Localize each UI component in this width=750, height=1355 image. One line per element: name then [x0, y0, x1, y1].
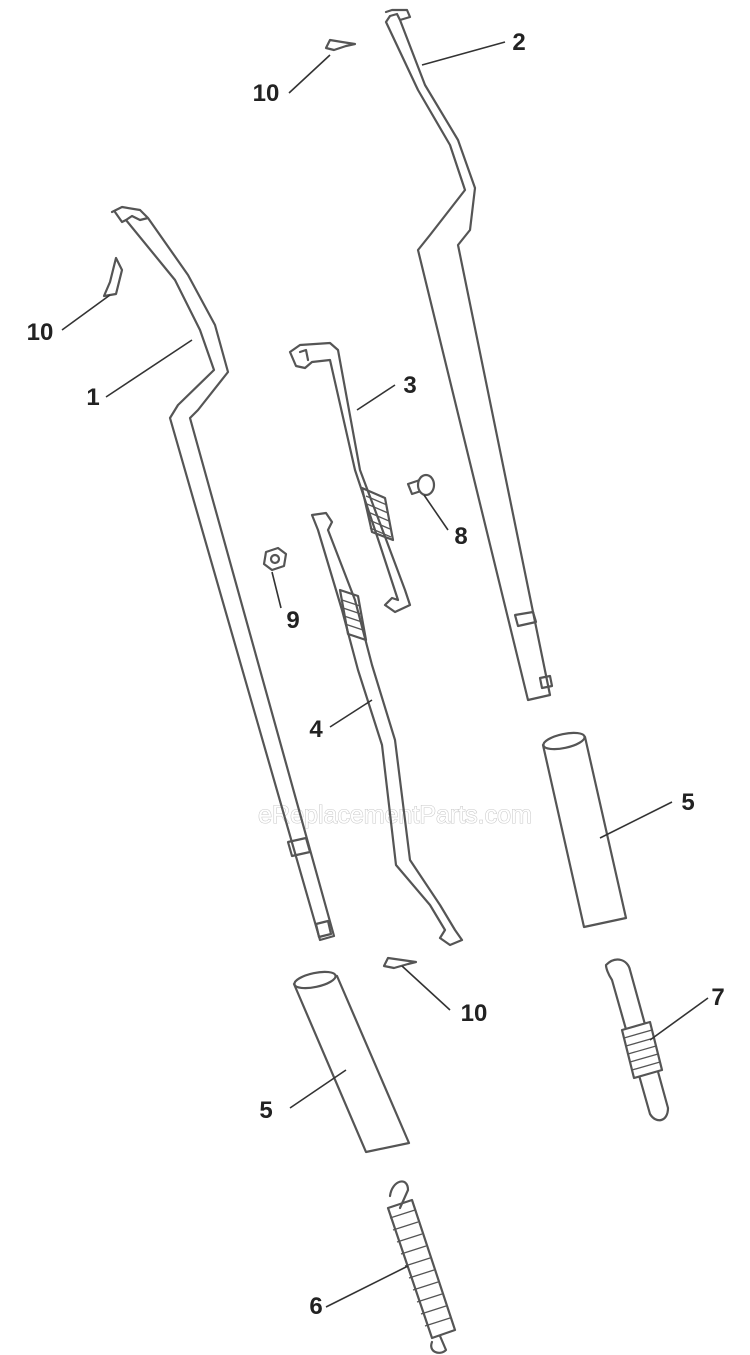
- part-8-pin: [406, 473, 436, 497]
- callout-2: 2: [512, 29, 525, 56]
- part-7-spring: [604, 958, 670, 1122]
- callout-4: 4: [309, 716, 323, 743]
- part-5-tube-left: [292, 970, 411, 1154]
- callout-9: 9: [286, 607, 299, 634]
- callout-5-right: 5: [681, 789, 694, 816]
- part-10-clip-bottom: [382, 956, 418, 970]
- callout-10-bottom: 10: [461, 1000, 488, 1027]
- callout-3: 3: [403, 372, 416, 399]
- part-1-rod: [110, 205, 336, 942]
- callout-10-left: 10: [27, 319, 54, 346]
- callout-5-left: 5: [259, 1097, 272, 1124]
- part-5-tube-right: [541, 731, 628, 929]
- callout-8: 8: [454, 523, 467, 550]
- part-10-clip-left: [102, 256, 124, 298]
- callout-7: 7: [711, 984, 724, 1011]
- part-4-link: [310, 511, 464, 947]
- part-6-spring: [386, 1180, 457, 1354]
- leader-lines: [61, 41, 709, 1308]
- part-10-clip-top: [324, 38, 357, 52]
- callout-6: 6: [309, 1293, 322, 1320]
- callout-labels: 10 2 10 1 3 8 9 4 5 7 10 5 6: [27, 29, 725, 1320]
- callout-10-top: 10: [253, 80, 280, 107]
- part-2-rod: [384, 8, 554, 702]
- watermark: eReplacementParts.com: [258, 801, 532, 829]
- part-3-bracket: [288, 341, 412, 614]
- callout-1: 1: [86, 384, 99, 411]
- part-9-nut: [262, 546, 288, 572]
